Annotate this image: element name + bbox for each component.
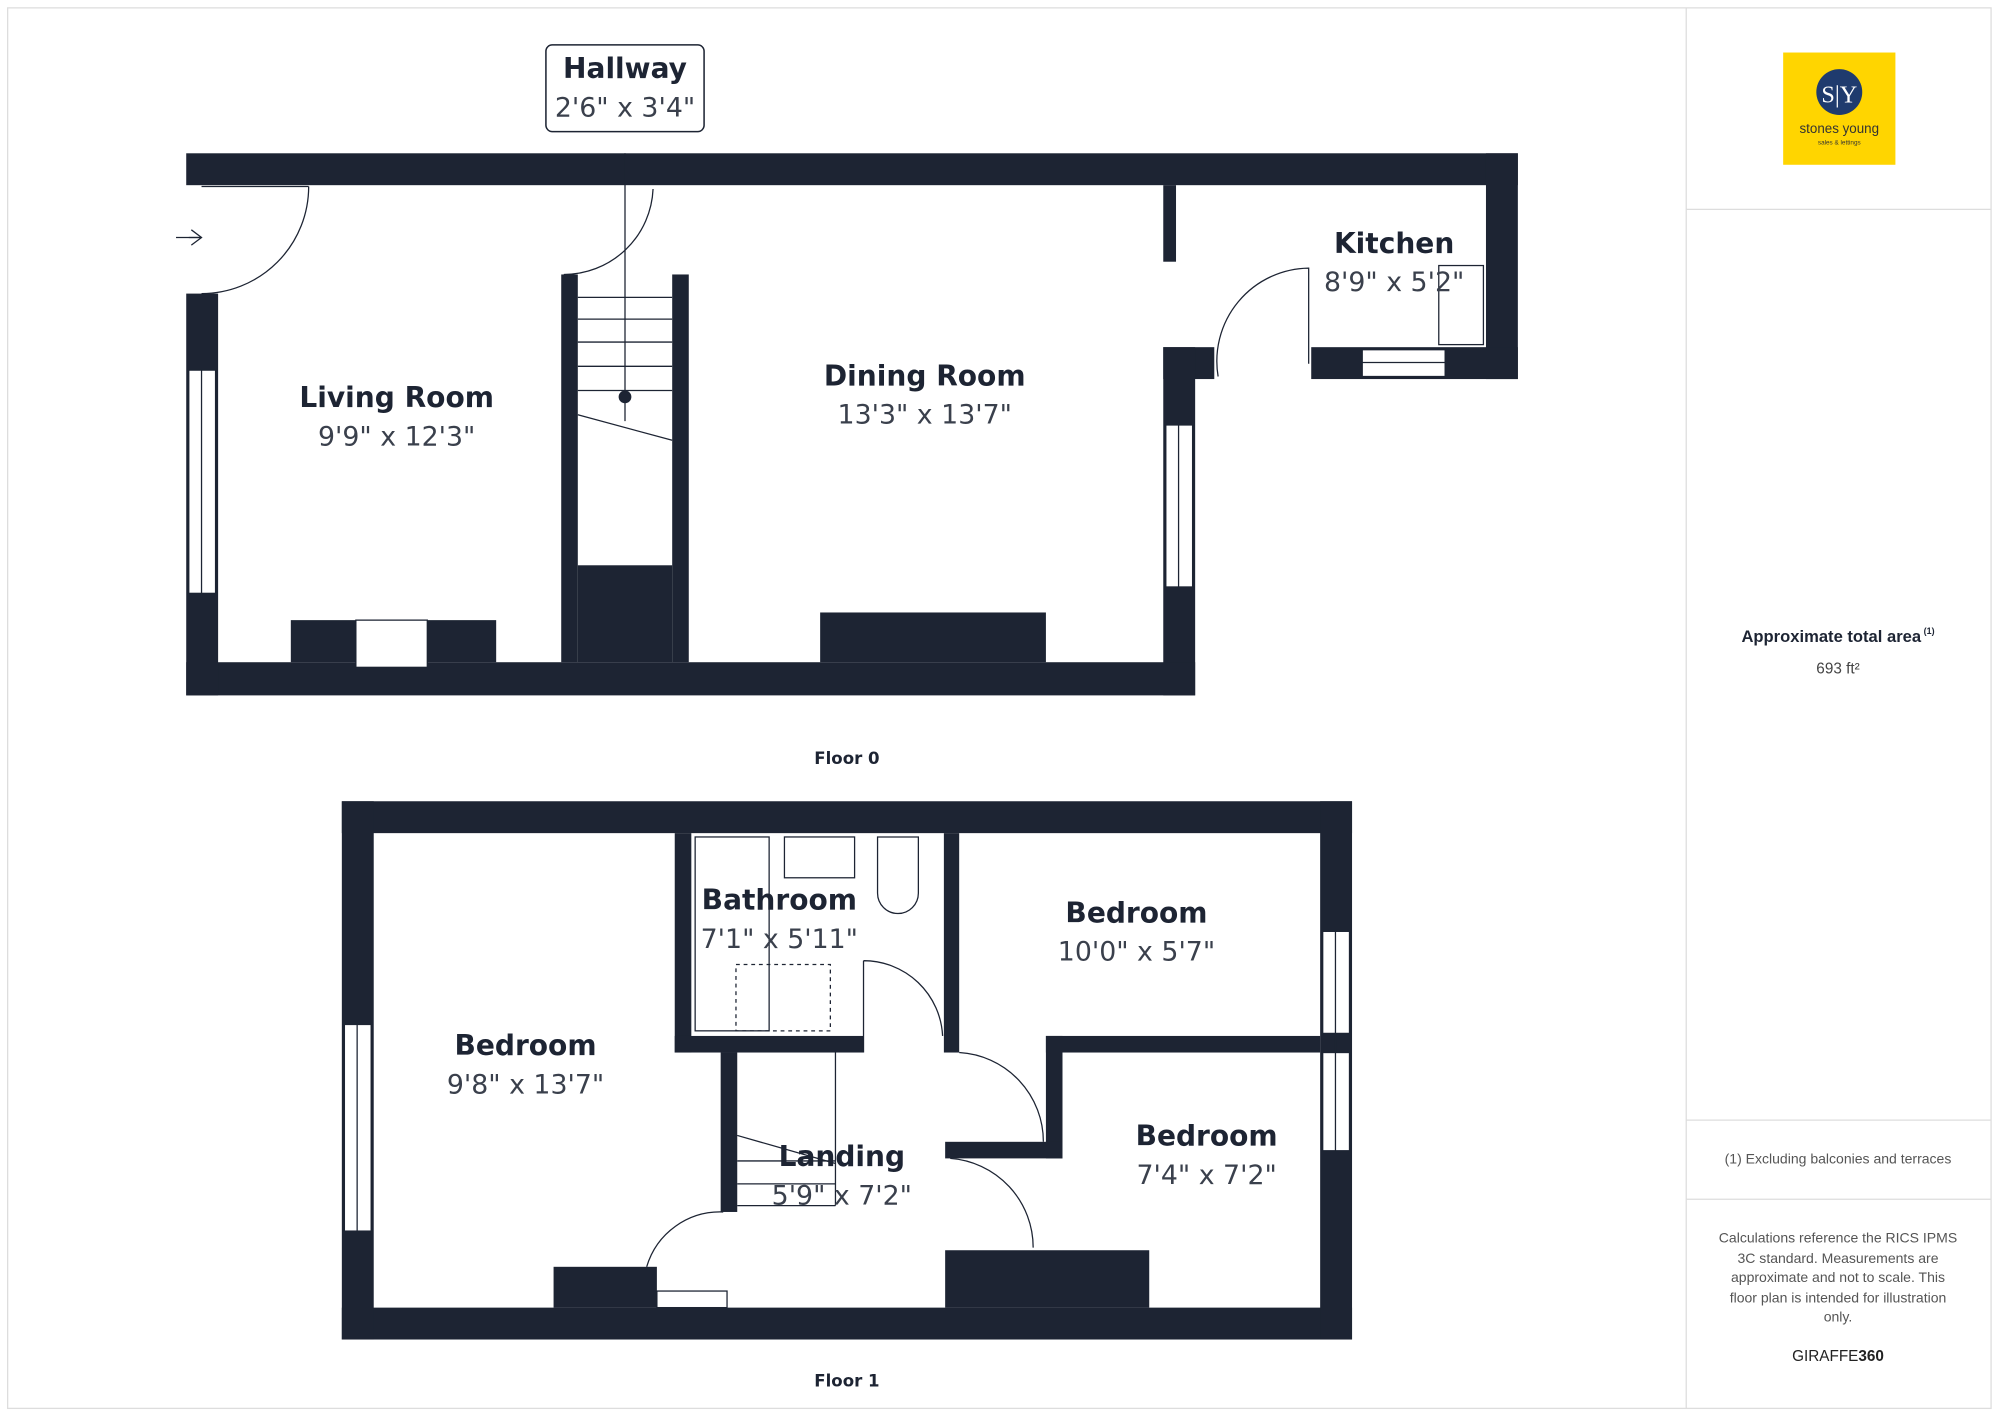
hallway-label-box [545, 44, 705, 133]
disclaimer-line: Calculations reference the RICS IPMS [1719, 1230, 1957, 1246]
staircase [737, 1052, 837, 1207]
room-name: Dining Room [824, 359, 1026, 392]
disclaimer-line: floor plan is intended for illustration [1730, 1290, 1947, 1306]
brand-mark: GIRAFFE360 [1792, 1348, 1884, 1365]
room-name: Hallway [563, 52, 687, 85]
front-door-swing [201, 186, 310, 295]
wall [341, 1307, 1353, 1340]
area-title: Approximate total area [1741, 627, 1921, 646]
page-border [7, 7, 1992, 1410]
wall [553, 1266, 657, 1308]
room-dims: 13'3" x 13'7" [838, 400, 1012, 431]
window [1165, 424, 1194, 588]
room-dims: 8'9" x 5'2" [1324, 267, 1464, 298]
door-swing [862, 960, 944, 1053]
door-swing [959, 1051, 1045, 1142]
floor-label: Floor 1 [814, 1372, 879, 1391]
appliance [1438, 264, 1485, 346]
room-dims: 9'8" x 13'7" [447, 1069, 604, 1100]
door-swing [563, 188, 654, 276]
room-dims: 7'1" x 5'11" [701, 924, 858, 955]
toilet [876, 836, 920, 915]
wall [1045, 1035, 1063, 1159]
footnote: (1) Excluding balconies and terraces [1725, 1150, 1952, 1166]
wall [943, 833, 960, 1053]
wall [186, 153, 1518, 186]
room-dims: 2'6" x 3'4" [555, 92, 695, 123]
floor-label: Floor 0 [814, 749, 879, 768]
wall [672, 274, 689, 663]
door-swing [950, 1157, 1034, 1248]
wall [720, 1052, 738, 1212]
wall [186, 662, 1196, 696]
bathtub [735, 963, 831, 1032]
room-name: Bedroom [1136, 1120, 1278, 1153]
room-dims: 7'4" x 7'2" [1136, 1160, 1276, 1191]
room-name: Kitchen [1334, 227, 1454, 260]
wall [945, 1141, 1063, 1159]
company-logo: S|Y stones young sales & lettings [1783, 52, 1896, 165]
kitchen-door-swing [1216, 267, 1310, 377]
area-footnote-ref: (1) [1924, 626, 1935, 636]
room-name: Bedroom [454, 1029, 596, 1062]
floor-0-plan: Hallway 2'6" x 3'4" Living Room 9'9" x 1… [176, 44, 1518, 768]
area-heading: Approximate total area(1) [1741, 626, 1934, 646]
room-name: Landing [779, 1140, 906, 1173]
room-dims: 9'9" x 12'3" [318, 421, 475, 452]
hearth [355, 619, 428, 668]
room-dims: 5'9" x 7'2" [772, 1180, 912, 1211]
logo-tagline: sales & lettings [1818, 139, 1861, 146]
wall [1045, 1035, 1321, 1053]
room-name: Bathroom [702, 884, 857, 917]
room-dims: 10'0" x 5'7" [1058, 937, 1215, 968]
disclaimer-line: 3C standard. Measurements are [1738, 1250, 1939, 1266]
info-panel: S|Y stones young sales & lettings Approx… [1685, 7, 1992, 1409]
wall [341, 801, 1353, 834]
sink [783, 836, 856, 879]
floor-1-plan: Bathroom 7'1" x 5'11" Bedroom 10'0" x 5'… [341, 801, 1353, 1391]
room-name: Bedroom [1065, 896, 1207, 929]
disclaimer-line: approximate and not to scale. This [1731, 1269, 1945, 1285]
wall [577, 565, 673, 663]
logo-name: stones young [1799, 121, 1879, 136]
room-name: Living Room [299, 381, 494, 414]
wall [561, 274, 578, 663]
wall [1485, 153, 1518, 380]
wall [674, 833, 692, 1053]
disclaimer-line: only. [1824, 1309, 1853, 1325]
wall [1163, 185, 1177, 262]
door-swing [646, 1211, 724, 1267]
door-frame [656, 1290, 728, 1309]
wall [674, 1035, 864, 1053]
area-value: 693 ft² [1816, 661, 1859, 678]
shower [694, 836, 770, 1032]
logo-initials: S|Y [1821, 81, 1857, 108]
staircase [577, 153, 673, 441]
wall [945, 1250, 1150, 1308]
chimney-breast [820, 612, 1046, 663]
